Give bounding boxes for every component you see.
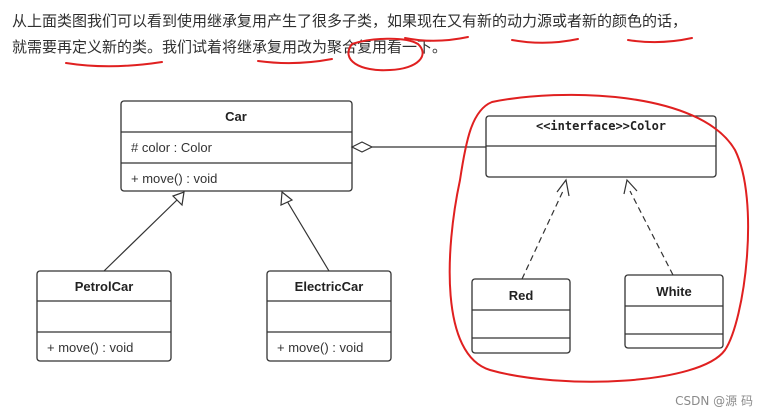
car-class-name: Car <box>225 109 247 124</box>
red-realizes-arrowhead <box>556 178 570 197</box>
scribble-circle-small <box>347 37 424 72</box>
electric-car-class: ElectricCar + move() : void <box>266 270 392 362</box>
annotation-underlines <box>65 36 693 72</box>
petrol-car-method: + move() : void <box>47 340 133 355</box>
aggregation-edge <box>350 141 486 153</box>
car-method: + move() : void <box>131 171 217 186</box>
white-class-name: White <box>656 284 691 299</box>
red-class: Red <box>471 278 571 354</box>
car-class: Car # color : Color + move() : void <box>120 100 353 192</box>
electric-car-method: + move() : void <box>277 340 363 355</box>
aggregation-diamond <box>350 141 374 153</box>
petrol-car-class-name: PetrolCar <box>75 279 134 294</box>
underline-5 <box>257 58 333 65</box>
intro-line-1: 从上面类图我们可以看到使用继承复用产生了很多子类，如果现在又有新的动力源或者新的… <box>12 12 688 30</box>
underline-4 <box>65 61 163 68</box>
electric-inherits-arrowhead <box>280 190 294 206</box>
underline-3 <box>627 37 693 44</box>
color-interface: <<interface>>Color <box>485 115 717 178</box>
red-realizes-line <box>521 190 564 280</box>
electric-inherits-line <box>286 200 330 272</box>
scribble-circle-large <box>448 93 750 383</box>
intro-line-2: 就需要再定义新的类。我们试着将继承复用改为聚合复用看一下。 <box>12 38 448 56</box>
white-realizes-arrowhead <box>623 178 638 195</box>
color-interface-name: <<interface>>Color <box>536 119 666 133</box>
inheritance-edges <box>103 190 330 272</box>
watermark: CSDN @源 码 <box>675 394 753 408</box>
realization-edges <box>521 178 674 280</box>
petrol-inherits-arrowhead <box>171 191 185 207</box>
underline-2 <box>511 38 579 44</box>
car-attribute: # color : Color <box>131 140 213 155</box>
red-class-name: Red <box>509 288 534 303</box>
white-class: White <box>624 274 724 349</box>
underline-1 <box>404 36 469 42</box>
white-realizes-line <box>629 190 674 276</box>
petrol-inherits-line <box>103 198 179 272</box>
electric-car-class-name: ElectricCar <box>295 279 364 294</box>
petrol-car-class: PetrolCar + move() : void <box>36 270 172 362</box>
intro-paragraph: 从上面类图我们可以看到使用继承复用产生了很多子类，如果现在又有新的动力源或者新的… <box>12 8 757 60</box>
